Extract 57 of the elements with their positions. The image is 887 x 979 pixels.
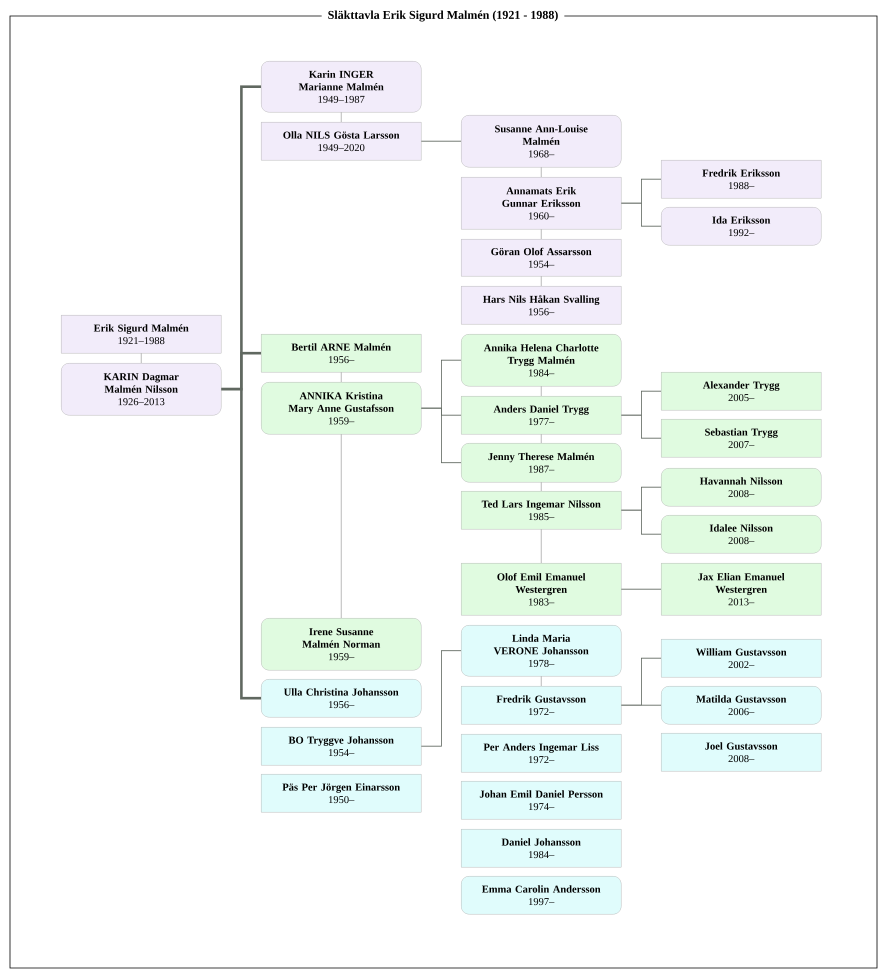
person-box: Matilda Gustavsson 2006– (661, 686, 822, 724)
person-box: Daniel Johansson 1984– (461, 829, 622, 868)
connector-line (621, 202, 662, 227)
person-box: Joel Gustavsson 2008– (661, 733, 822, 772)
connector-line (421, 650, 462, 747)
connector-line (540, 167, 542, 178)
connector-line (140, 353, 142, 364)
person-box: BO Tryggve Johansson 1954– (261, 727, 422, 766)
person-box: KARIN Dagmar Malmén Nilsson 1926–2013 (61, 363, 222, 416)
person-box: Hars Nils Håkan Svalling 1956– (461, 286, 622, 324)
person-box: Olof Emil Emanuel Westergren 1983– (461, 563, 622, 616)
person-box: Emma Carolin Andersson 1997– (461, 876, 622, 914)
connector-line (421, 408, 462, 464)
person-box: Fredrik Gustavsson 1972– (461, 686, 622, 724)
person-box: Susanne Ann-Louise Malmén 1968– (461, 115, 622, 168)
connector-line (540, 386, 542, 396)
person-box: Fredrik Eriksson 1988– (661, 160, 822, 198)
person-box: Annika Helena Charlotte Trygg Malmén 1984– (461, 334, 622, 386)
person-box: Per Anders Ingemar Liss 1972– (461, 734, 622, 772)
person-box: Linda Maria VERONE Johansson 1978– (461, 625, 622, 676)
connector-line (540, 434, 542, 444)
connector-line (621, 510, 662, 535)
person-box: William Gustavsson 2002– (661, 639, 822, 678)
person-box: Ulla Christina Johansson 1956– (261, 679, 422, 718)
person-box: Päs Per Jörgen Einarsson 1950– (261, 774, 422, 812)
connector-line (340, 372, 342, 382)
connector-line (421, 140, 462, 142)
connector-line (540, 676, 542, 686)
connector-line (621, 704, 662, 706)
connector-line (340, 434, 342, 618)
person-box: Idalee Nilsson 2008– (661, 515, 822, 554)
person-box: Ted Lars Ingemar Nilsson 1985– (461, 491, 622, 530)
connector-line (221, 388, 261, 700)
person-box: Anders Daniel Trygg 1977– (461, 396, 622, 434)
connector-line (621, 414, 662, 439)
person-box: Johan Emil Daniel Persson 1974– (461, 781, 622, 820)
person-box: Erik Sigurd Malmén 1921–1988 (61, 315, 222, 354)
person-box: Jenny Therese Malmén 1987– (461, 443, 622, 482)
connector-line (540, 529, 542, 564)
person-box: Alexander Trygg 2005– (661, 372, 822, 410)
person-box: Ida Eriksson 1992– (661, 207, 822, 246)
connector-line (540, 229, 542, 240)
connector-line (621, 588, 662, 590)
person-box: Bertil ARNE Malmén 1956– (261, 334, 422, 372)
person-box: ANNIKA Kristina Mary Anne Gustafsson 1959– (261, 382, 422, 434)
person-box: Olla NILS Gösta Larsson 1949–2020 (261, 122, 422, 160)
person-box: Karin INGER Marianne Malmén 1949–1987 (261, 61, 422, 112)
title: Släkttavla Erik Sigurd Malmén (1921 - 1988) (322, 8, 564, 24)
connector-line (540, 482, 542, 492)
person-box: Jax Elian Emanuel Westergren 2013– (661, 563, 822, 616)
person-box: Göran Olof Assarsson 1954– (461, 239, 622, 276)
connector-line (340, 112, 342, 122)
connector-line (540, 276, 542, 286)
person-box: Sebastian Trygg 2007– (661, 419, 822, 458)
person-box: Annamats Erik Gunnar Eriksson 1960– (461, 177, 622, 230)
person-box: Havannah Nilsson 2008– (661, 468, 822, 506)
person-box: Irene Susanne Malmén Norman 1959– (261, 618, 422, 670)
